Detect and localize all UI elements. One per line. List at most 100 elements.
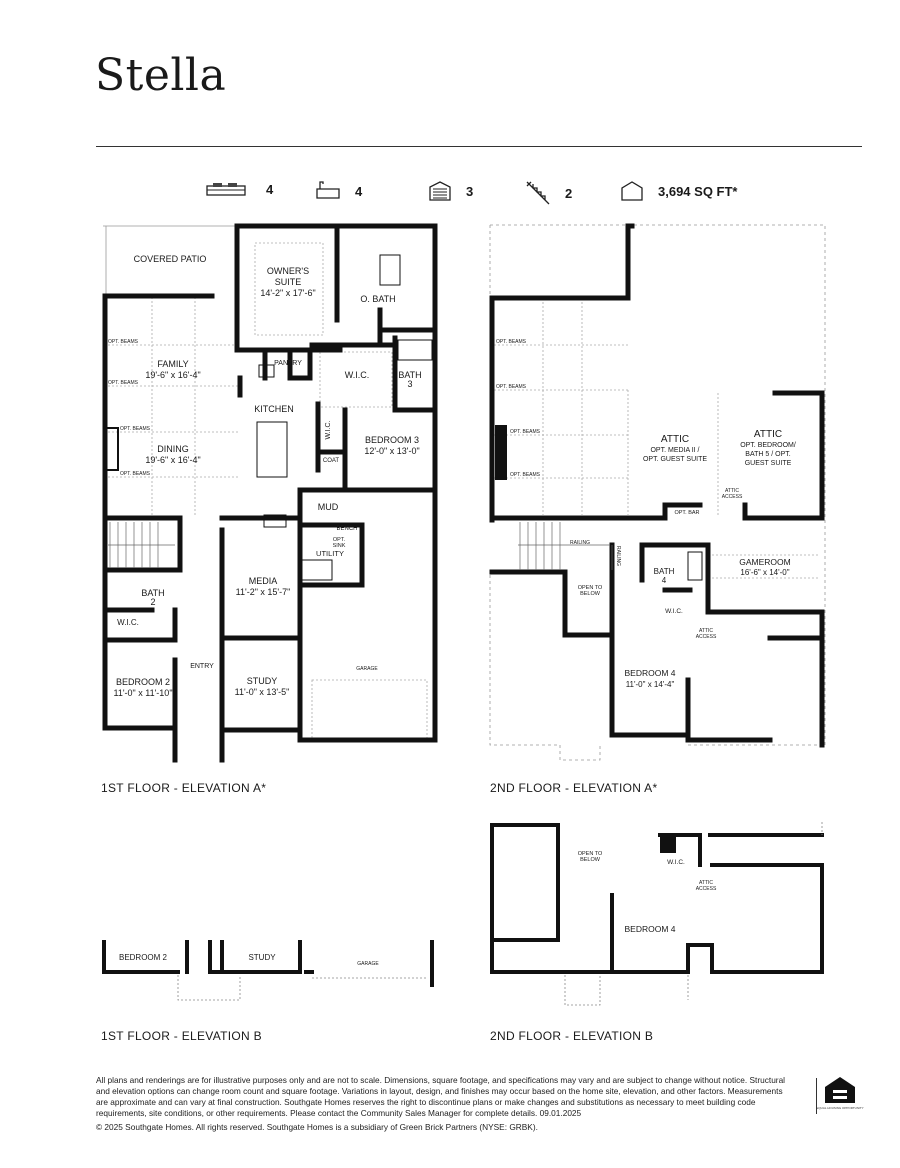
room-bedroom3-dim: 12'-0" x 13'-0" — [364, 446, 419, 456]
room-family: FAMILY — [157, 359, 188, 369]
opt-beams-label: OPT. BEAMS — [510, 429, 541, 435]
room-media-dim: 11'-2" x 15'-7" — [236, 587, 291, 597]
second-floor-b-plan — [490, 822, 824, 1006]
stat-garage: 3 — [428, 180, 473, 202]
room-coat: COAT — [323, 458, 340, 464]
room-study: STUDY — [247, 676, 278, 686]
second-floor-labels: OPT. BEAMS OPT. BEAMS OPT. BEAMS OPT. BE… — [496, 339, 796, 689]
room-covered-patio: COVERED PATIO — [134, 254, 207, 264]
room-owners-suite-line2: SUITE — [275, 277, 302, 287]
equal-housing-text: EQUAL HOUSING OPPORTUNITY — [816, 1106, 863, 1110]
room-owners-suite: OWNER'S — [267, 266, 309, 276]
open-to-below-label-b-2: BELOW — [580, 857, 601, 863]
room-media: MEDIA — [249, 576, 278, 586]
garage-icon — [429, 181, 451, 201]
caption-first-floor-b: 1ST FLOOR - ELEVATION B — [101, 1029, 262, 1043]
open-to-below-label-b: OPEN TO — [578, 851, 603, 857]
stat-baths-value: 4 — [355, 183, 363, 199]
room-wic: W.I.C. — [665, 608, 683, 615]
caption-second-floor-b: 2ND FLOOR - ELEVATION B — [490, 1029, 654, 1043]
room-bath4-number: 4 — [662, 576, 667, 585]
opt-beams-label: OPT. BEAMS — [120, 471, 151, 477]
room-dining: DINING — [157, 444, 189, 454]
bed-icon — [206, 183, 246, 196]
railing-label-2: RAILING — [615, 546, 621, 566]
stat-bedrooms: 4 — [206, 180, 273, 198]
room-pantry: PANTRY — [274, 360, 302, 367]
room-mud: MUD — [318, 502, 339, 512]
stat-garage-value: 3 — [466, 183, 474, 199]
room-entry: ENTRY — [190, 663, 214, 670]
room-gameroom: GAMEROOM — [739, 557, 790, 567]
room-opt-bar: OPT. BAR — [674, 510, 699, 516]
attic-access-label-b-2: ACCESS — [696, 886, 717, 892]
stat-sqft-value: 3,694 SQ FT* — [658, 183, 738, 199]
second-floor-plan — [489, 223, 826, 761]
room-o-bath: O. BATH — [360, 294, 395, 304]
opt-beams-label: OPT. BEAMS — [120, 426, 151, 432]
room-attic-1-desc-2: OPT. GUEST SUITE — [643, 456, 707, 463]
opt-beams-label: OPT. BEAMS — [108, 339, 139, 345]
room-attic-2-desc-3: GUEST SUITE — [745, 460, 792, 467]
room-opt-sink-line2: SINK — [333, 543, 346, 549]
copyright: © 2025 Southgate Homes. All rights reser… — [96, 1122, 538, 1132]
stairs-icon — [526, 181, 550, 205]
equal-housing-icon: EQUAL HOUSING OPPORTUNITY — [816, 1077, 864, 1110]
room-study-dim: 11'-0" x 13'-5" — [235, 687, 290, 697]
first-floor-b-labels: BEDROOM 2 STUDY GARAGE — [119, 953, 379, 967]
room-bath4: BATH — [654, 567, 675, 576]
stat-sqft: 3,694 SQ FT* — [620, 180, 737, 202]
attic-access-label-2: ACCESS — [722, 494, 743, 500]
room-study-b: STUDY — [248, 953, 276, 962]
plan-stats: 4 4 3 2 3,694 SQ FT* — [0, 180, 900, 206]
first-floor-labels: COVERED PATIO OWNER'S SUITE 14'-2" x 17'… — [108, 254, 422, 698]
disclaimer: All plans and renderings are for illustr… — [96, 1075, 786, 1118]
room-dining-dim: 19'-6" x 16'-4" — [145, 455, 200, 465]
railing-label: RAILING — [570, 540, 590, 546]
room-gameroom-dim: 16'-6" x 14'-0" — [740, 568, 789, 577]
room-family-dim: 19'-6" x 16'-4" — [145, 370, 200, 380]
room-attic-2: ATTIC — [754, 429, 782, 440]
attic-access-label-b: ATTIC — [699, 880, 713, 886]
room-bedroom4-dim: 11'-0" x 14'-4" — [626, 680, 675, 689]
room-utility: UTILITY — [316, 549, 344, 558]
room-attic-1-desc: OPT. MEDIA II / — [650, 447, 699, 454]
open-to-below-label: OPEN TO — [578, 585, 603, 591]
room-opt-sink: OPT. — [333, 537, 346, 543]
room-bath3-number: 3 — [407, 379, 412, 389]
room-bedroom2-dim: 11'-0" x 11'-10" — [113, 688, 172, 698]
opt-beams-label: OPT. BEAMS — [496, 384, 527, 390]
room-bedroom4-b: BEDROOM 4 — [624, 924, 675, 934]
room-wic-3: W.I.C. — [117, 618, 139, 627]
room-bench: BENCH — [336, 526, 357, 532]
attic-access-label: ATTIC — [699, 628, 713, 634]
room-bath3: BATH — [398, 370, 421, 380]
room-attic-1: ATTIC — [661, 434, 689, 445]
opt-beams-label: OPT. BEAMS — [510, 472, 541, 478]
caption-second-floor-a: 2ND FLOOR - ELEVATION A* — [490, 781, 658, 795]
open-to-below-label-2: BELOW — [580, 591, 601, 597]
opt-beams-label: OPT. BEAMS — [496, 339, 527, 345]
first-floor-b-plan — [102, 940, 434, 1001]
room-attic-2-desc: OPT. BEDROOM/ — [740, 442, 796, 449]
room-garage: GARAGE — [356, 666, 378, 672]
attic-access-label: ATTIC — [725, 488, 739, 494]
room-bedroom4: BEDROOM 4 — [624, 668, 675, 678]
stat-stories: 2 — [525, 180, 572, 206]
stat-bedrooms-value: 4 — [266, 181, 274, 197]
plan-title: Stella — [95, 50, 227, 101]
caption-first-floor-a: 1ST FLOOR - ELEVATION A* — [101, 781, 267, 795]
room-bedroom2-b: BEDROOM 2 — [119, 953, 168, 962]
attic-access-label-2: ACCESS — [696, 634, 717, 640]
second-floor-b-labels: OPEN TO BELOW W.I.C. ATTIC ACCESS BEDROO… — [578, 851, 717, 934]
stat-baths: 4 — [315, 180, 362, 202]
room-attic-2-desc-2: BATH 5 / OPT. — [745, 451, 790, 458]
bathtub-icon — [316, 181, 340, 199]
room-garage-b: GARAGE — [357, 961, 379, 967]
equal-housing-logo: EQUAL HOUSING OPPORTUNITY — [815, 1075, 865, 1120]
room-bedroom2: BEDROOM 2 — [116, 677, 170, 687]
room-bath2-number: 2 — [150, 597, 155, 607]
stat-stories-value: 2 — [565, 185, 573, 201]
house-icon — [621, 181, 643, 201]
